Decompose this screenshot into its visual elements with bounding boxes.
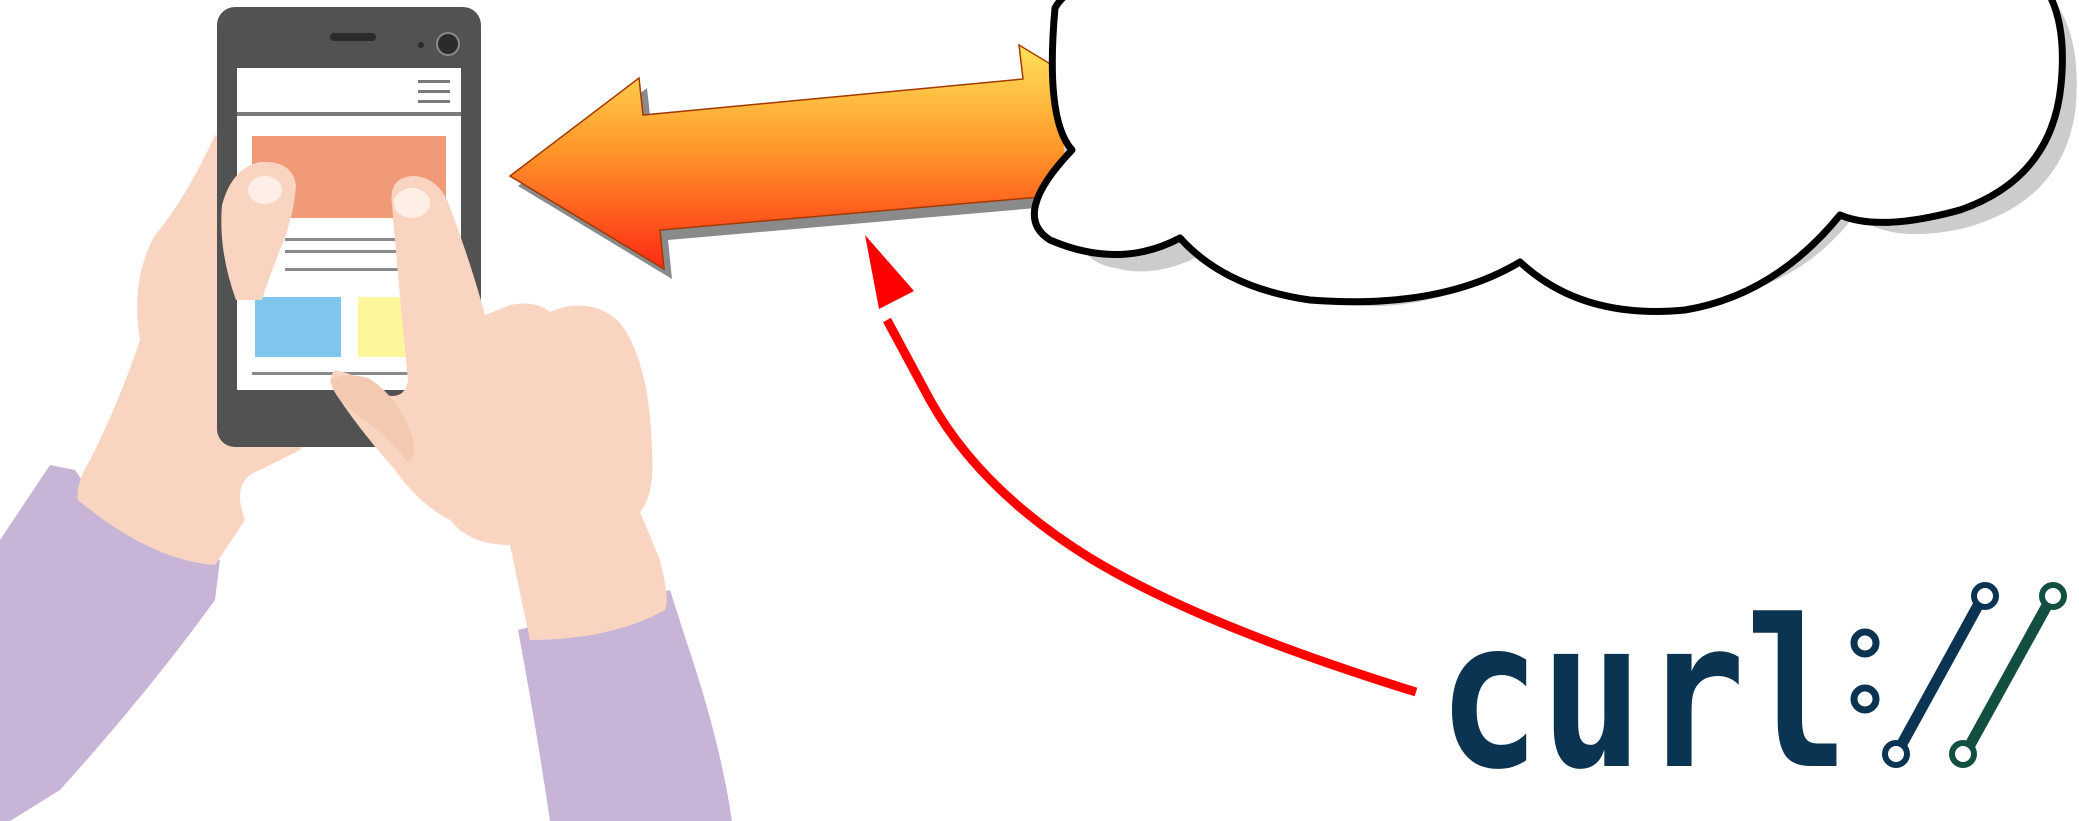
curved-arrow-head bbox=[865, 235, 914, 309]
curl-logo-text: curl bbox=[1438, 577, 1848, 815]
right-sleeve bbox=[518, 590, 732, 821]
screen-header-bar bbox=[237, 112, 461, 116]
phone-sensor bbox=[418, 42, 424, 48]
right-fingernail bbox=[394, 188, 430, 218]
curl-slash-node bbox=[1949, 740, 1977, 768]
left-thumbnail bbox=[248, 176, 282, 204]
curved-arrow-line bbox=[883, 317, 1418, 697]
phone-camera bbox=[436, 32, 460, 56]
curl-slash-node bbox=[1971, 582, 1999, 610]
screen-line bbox=[285, 238, 420, 241]
curl-logo: curl bbox=[1438, 577, 2067, 815]
phone-in-hands-illustration bbox=[0, 7, 732, 821]
curl-slash-node bbox=[2039, 582, 2067, 610]
curl-colon-dot bbox=[1850, 628, 1880, 658]
curl-colon-dot bbox=[1850, 684, 1880, 714]
curl-pointer-arrow bbox=[865, 235, 1418, 697]
hamburger-menu-icon bbox=[418, 80, 450, 103]
right-thumb bbox=[330, 375, 414, 462]
right-hand bbox=[331, 176, 667, 640]
screen-line bbox=[285, 268, 420, 271]
cloud-outline bbox=[1030, 0, 2066, 315]
left-sleeve bbox=[0, 465, 220, 821]
screen-line bbox=[252, 372, 446, 375]
screen-line bbox=[285, 250, 420, 253]
cloud bbox=[1030, 0, 2077, 315]
curl-slash bbox=[1891, 594, 1987, 759]
phone-speaker bbox=[330, 33, 376, 41]
screen-tile-blue bbox=[255, 297, 341, 357]
curl-slash bbox=[1959, 594, 2056, 760]
curl-slash-node bbox=[1882, 740, 1910, 768]
